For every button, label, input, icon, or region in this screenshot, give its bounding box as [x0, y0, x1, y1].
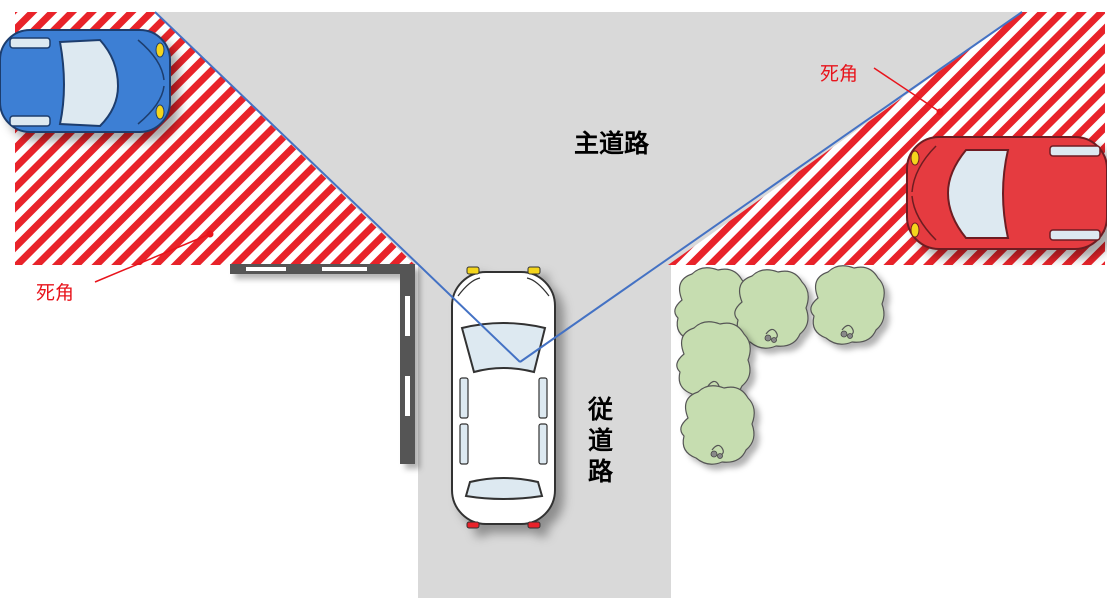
side-road-label-char-1: 従 — [587, 395, 613, 424]
blind-spot-right-leader — [873, 67, 944, 116]
blind-spot-left-label: 死角 — [36, 282, 74, 304]
blind-spot-left-leader — [94, 230, 214, 283]
white-car-icon — [451, 266, 556, 529]
side-road-label-char-3: 路 — [588, 457, 614, 486]
blue-car-icon — [0, 29, 171, 133]
main-road-label: 主道路 — [574, 129, 650, 158]
tree-icon — [675, 266, 884, 465]
red-car-icon — [906, 136, 1107, 250]
curb-wall — [230, 264, 415, 464]
sight-lines — [154, 11, 1023, 363]
side-road-label-char-2: 道 — [588, 426, 613, 455]
blind-spot-right-label: 死角 — [820, 63, 858, 85]
